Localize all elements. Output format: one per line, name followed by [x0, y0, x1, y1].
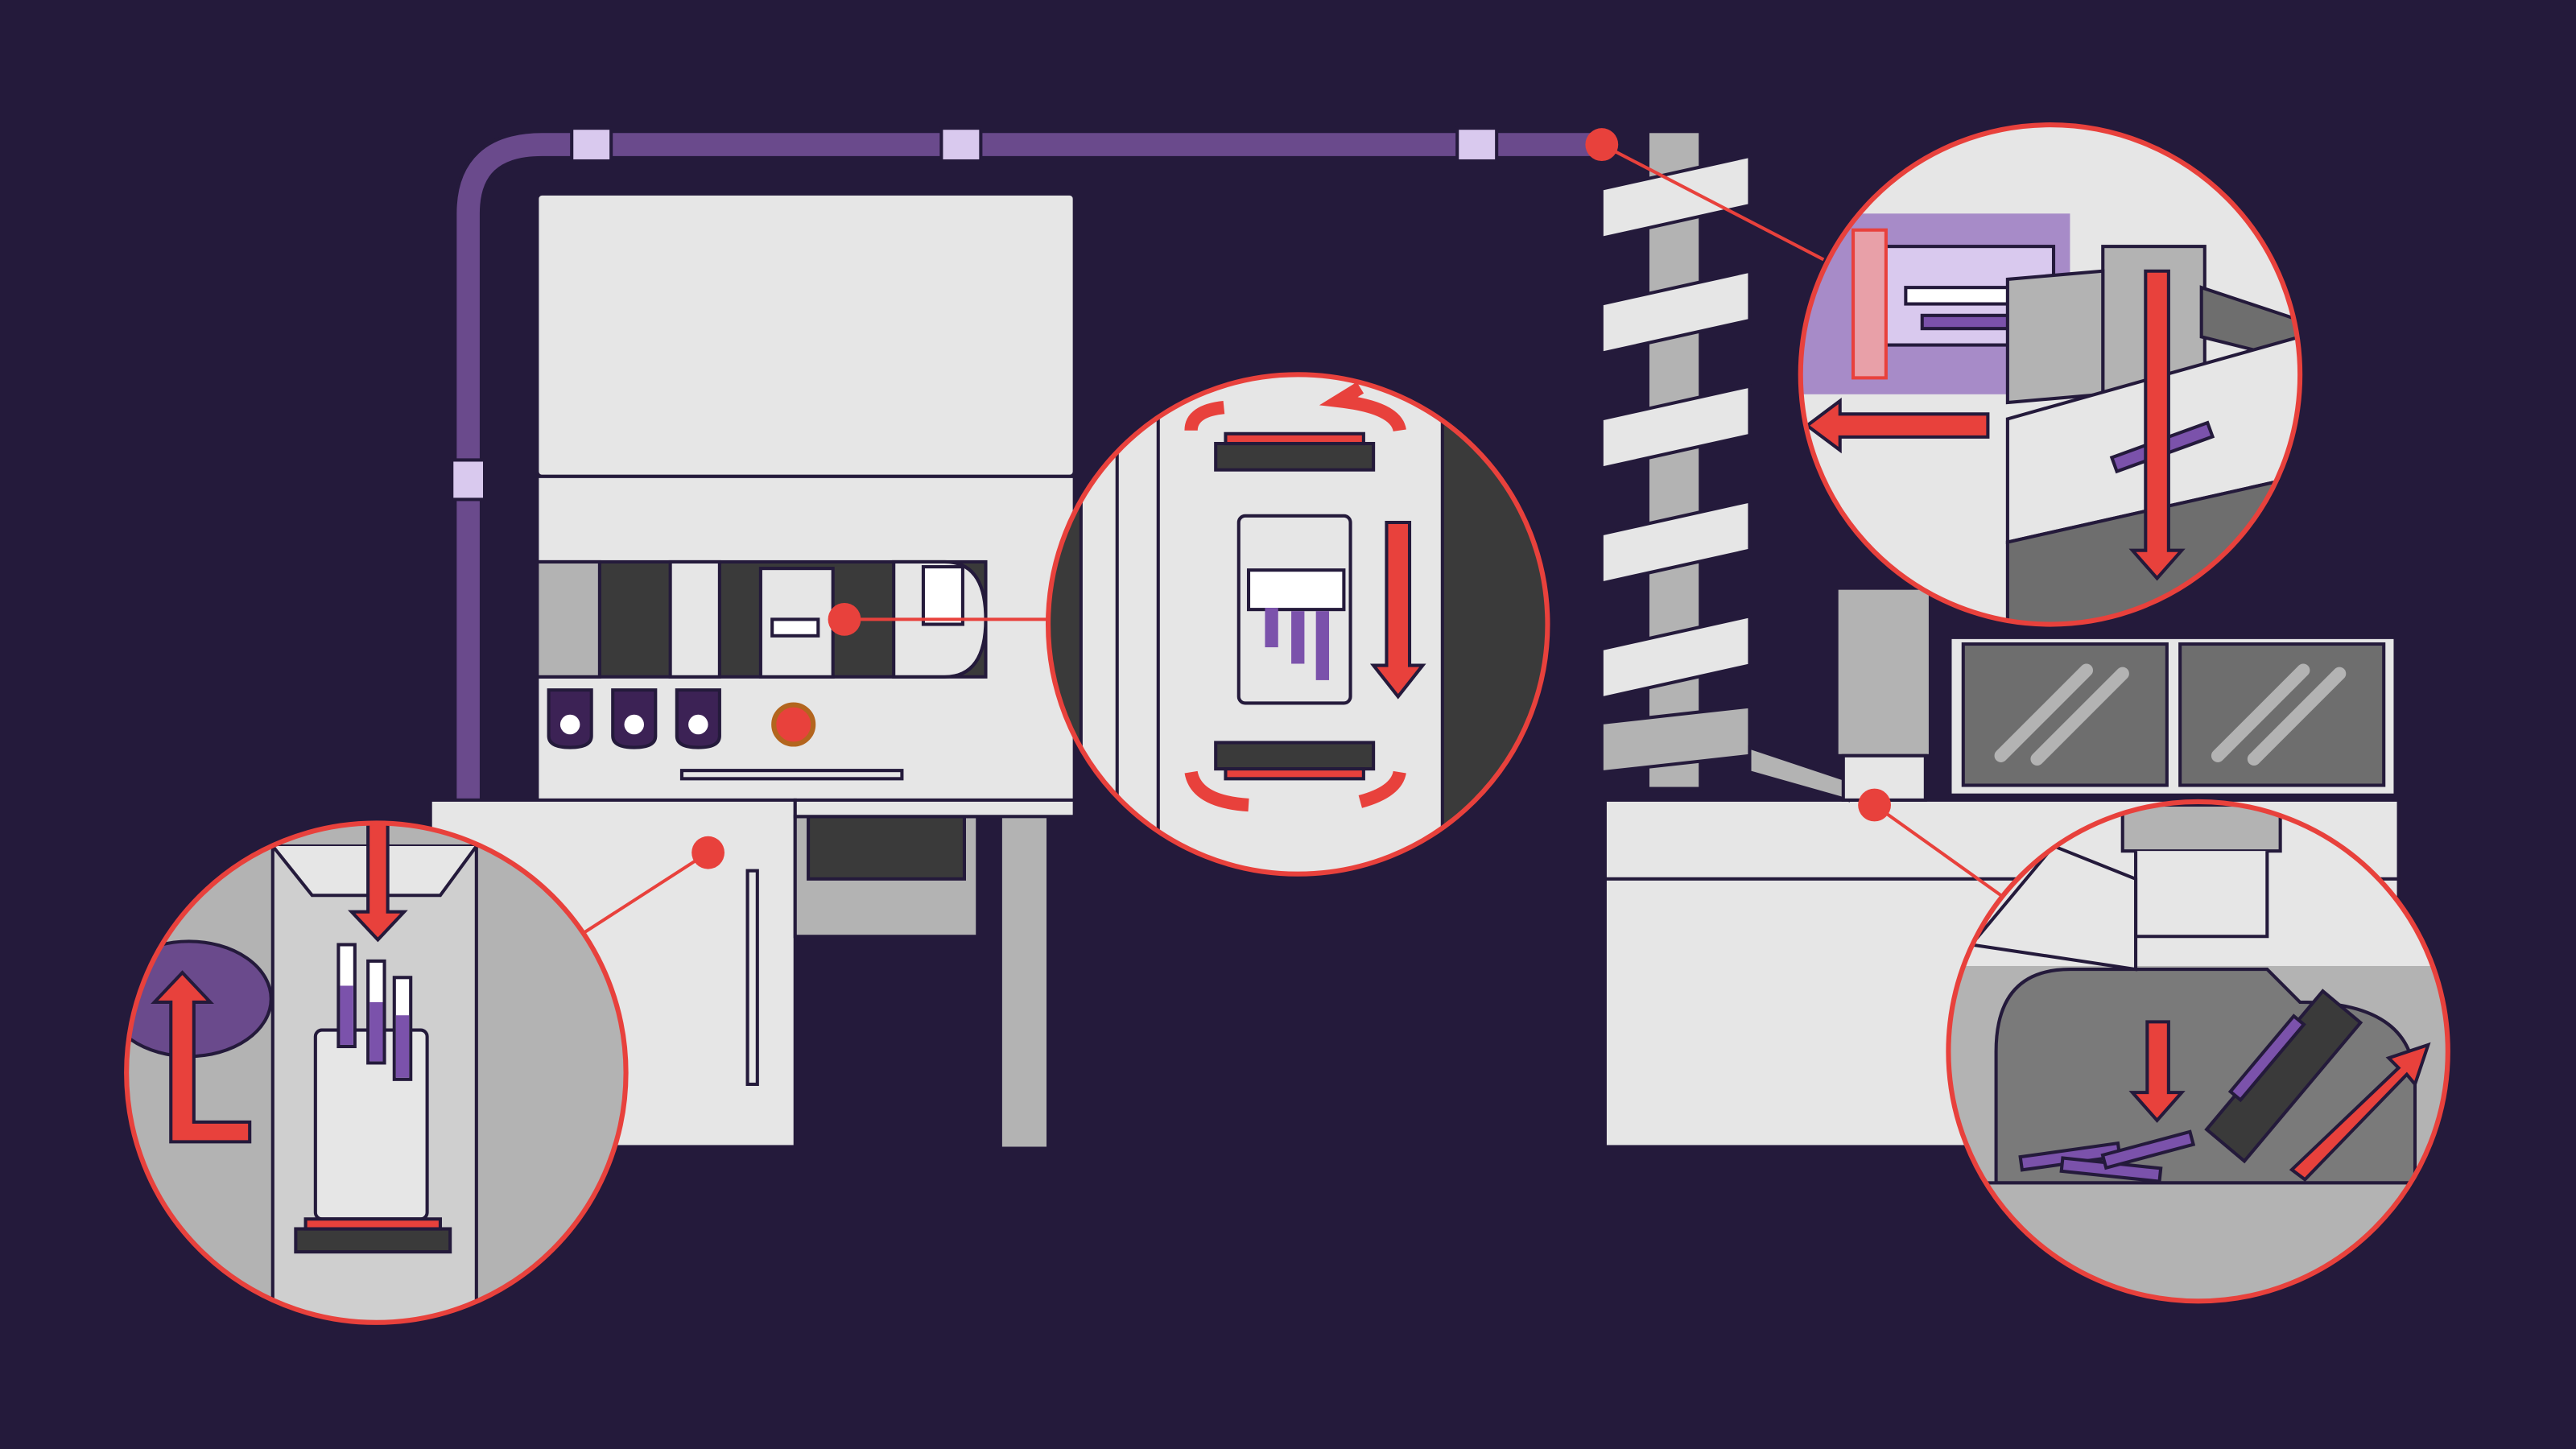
spiral-chute: [1600, 154, 1752, 774]
callout-marker: [1858, 788, 1891, 822]
window: [1961, 642, 2169, 787]
callout-loading-station: [124, 820, 629, 1325]
transport-pipe: [450, 126, 1610, 805]
down-arrow-icon: [2128, 269, 2186, 581]
callout-marker: [691, 836, 724, 869]
callout-marker: [1585, 128, 1619, 161]
up-arrow-icon: [151, 970, 252, 1144]
pipe-connector: [570, 126, 613, 163]
rotate-arrow-icon: [1184, 770, 1406, 812]
left-analyzer-machine: [428, 192, 1076, 1149]
down-arrow-icon: [1369, 520, 1426, 700]
callout-markers: [691, 128, 1891, 869]
down-arrow-icon: [348, 823, 408, 943]
pipe-connector: [939, 126, 983, 163]
status-light: [771, 702, 816, 747]
pipe-connector: [1455, 126, 1499, 163]
down-arrow-icon: [2128, 1020, 2186, 1123]
sample-tube-pile: [2018, 1013, 2306, 1183]
callout-lines: [582, 142, 2002, 935]
rotate-arrow-icon: [1184, 382, 1406, 432]
window: [2178, 642, 2386, 787]
callout-marker: [828, 602, 861, 636]
pipe-connector: [450, 458, 487, 502]
left-arrow-icon: [1804, 397, 1990, 454]
up-right-arrow-icon: [2289, 1042, 2431, 1183]
